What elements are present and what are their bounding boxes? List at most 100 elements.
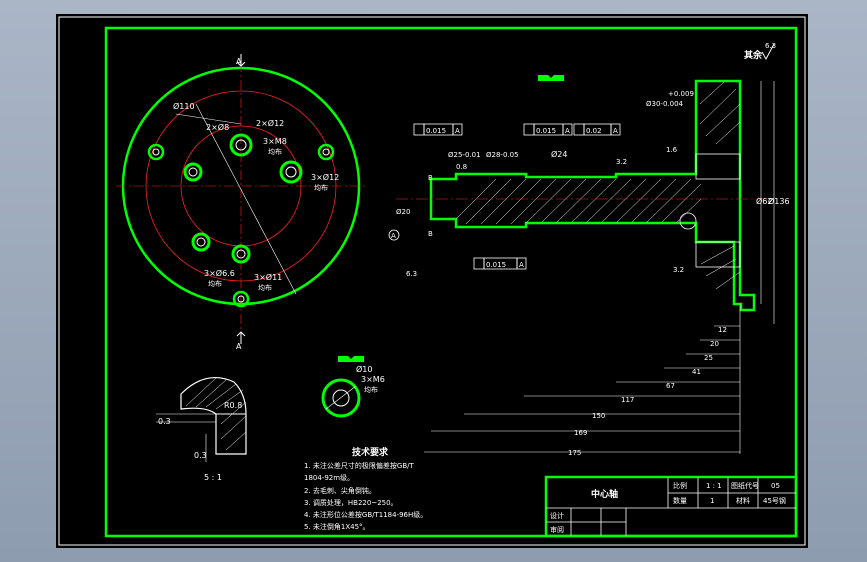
detail-view: Ø10 3×M6 均布 <box>321 356 385 418</box>
front-view: Ø110 2×Ø8 2×Ø12 3×M8 均布 3×Ø12 均布 3×Ø6.6 … <box>116 54 366 351</box>
hole <box>191 232 211 252</box>
roughness-symbol-icon <box>761 43 775 61</box>
svg-text:12: 12 <box>718 326 727 334</box>
svg-text:3.2: 3.2 <box>673 266 684 274</box>
label-3x12: 3×Ø12 <box>311 172 339 182</box>
inner-border <box>104 26 798 538</box>
arrow-up-icon <box>236 331 246 344</box>
label-d25: Ø25-0.01 <box>448 151 481 159</box>
svg-text:2. 去毛刺、尖角倒钝。: 2. 去毛刺、尖角倒钝。 <box>304 486 376 495</box>
label-3x11-note: 均布 <box>258 283 272 292</box>
svg-text:数量: 数量 <box>673 496 687 505</box>
svg-text:41: 41 <box>692 368 701 376</box>
enlarged-detail: R0.8 0.3 0.3 5 : 1 <box>156 376 247 482</box>
svg-text:图纸代号: 图纸代号 <box>731 481 759 490</box>
svg-text:材料: 材料 <box>736 496 750 505</box>
tech-title: 技术要求 <box>352 446 389 458</box>
section-a-top: A <box>236 57 242 66</box>
hole <box>317 143 335 161</box>
svg-text:25: 25 <box>704 354 713 362</box>
section-marker-icon <box>538 75 564 81</box>
shaft-outline <box>429 79 756 312</box>
label-d62: Ø62 <box>756 196 772 206</box>
svg-text:比例: 比例 <box>673 481 687 490</box>
label-d30-upper: +0.009 <box>668 90 694 98</box>
svg-text:0.015: 0.015 <box>486 261 506 269</box>
hole <box>183 162 203 182</box>
svg-text:A: A <box>455 127 460 135</box>
leader-line <box>175 113 242 125</box>
label-d136: Ø136 <box>768 196 790 206</box>
section-marker-icon <box>338 356 364 362</box>
svg-text:67: 67 <box>666 382 675 390</box>
label-2x8: 2×Ø8 <box>206 122 229 132</box>
svg-text:1.6: 1.6 <box>666 146 678 154</box>
svg-text:1804-92m级。: 1804-92m级。 <box>304 473 354 482</box>
section-b-bottom: B <box>428 230 433 238</box>
label-d10: Ø10 <box>356 364 372 374</box>
svg-text:A: A <box>613 127 618 135</box>
datum-a-label: A <box>391 232 396 240</box>
label-3x66: 3×Ø6.6 <box>204 268 235 278</box>
svg-text:117: 117 <box>621 396 634 404</box>
label-d28: Ø28-0.05 <box>486 151 519 159</box>
svg-text:6.3: 6.3 <box>406 270 417 278</box>
tolerance-frame: 0.02 A <box>573 123 621 136</box>
tolerance-frame: 0.015 A <box>523 123 573 136</box>
tech-requirements: 技术要求 1. 未注公差尺寸的极限偏差按GB/T 1804-92m级。 2. 去… <box>304 446 427 531</box>
svg-text:4. 未注形位公差按GB/T1184-96H级。: 4. 未注形位公差按GB/T1184-96H级。 <box>304 510 427 519</box>
svg-text:150: 150 <box>592 412 605 420</box>
svg-text:1. 未注公差尺寸的极限偏差按GB/T: 1. 未注公差尺寸的极限偏差按GB/T <box>304 461 414 470</box>
svg-text:20: 20 <box>710 340 719 348</box>
title-block: 中心轴 比例 1 : 1 图纸代号 05 数量 1 材料 45号钢 设计 审阅 <box>544 475 798 538</box>
label-03b: 0.3 <box>194 451 207 460</box>
svg-text:0.8: 0.8 <box>456 163 467 171</box>
arrow-down-icon <box>236 54 246 67</box>
label-03a: 0.3 <box>158 417 171 426</box>
hole <box>279 160 303 184</box>
hole <box>147 143 165 161</box>
label-d30: Ø30-0.004 <box>646 100 684 108</box>
svg-text:1 : 1: 1 : 1 <box>706 482 722 490</box>
datum-a-marker <box>388 229 400 241</box>
label-m6-note: 均布 <box>364 385 378 394</box>
label-3xm8-note: 均布 <box>268 147 282 156</box>
svg-text:A: A <box>519 261 524 269</box>
svg-text:5. 未注倒角1X45°。: 5. 未注倒角1X45°。 <box>304 522 370 531</box>
label-m6: 3×M6 <box>361 375 385 384</box>
detail-circle <box>321 378 361 418</box>
hole <box>232 290 250 308</box>
label-3x11: 3×Ø11 <box>254 272 282 282</box>
svg-text:169: 169 <box>574 429 587 437</box>
label-d110: Ø110 <box>173 101 195 111</box>
tolerance-frame: 0.015 A <box>473 257 527 270</box>
dimension-lines <box>424 81 775 454</box>
label-3x12-note: 均布 <box>314 183 328 192</box>
section-cut-line <box>195 103 297 295</box>
label-3x66-note: 均布 <box>208 279 222 288</box>
label-scale-note: 5 : 1 <box>204 473 222 482</box>
roughness-rest-label: 其余 <box>744 49 763 61</box>
section-b-top: B <box>428 174 433 182</box>
svg-text:1: 1 <box>710 497 714 505</box>
cad-drawing: 其余 6.3 Ø110 2×Ø8 2×Ø12 3×M8 均布 3×Ø12 均布 … <box>58 16 806 546</box>
svg-text:45号钢: 45号钢 <box>763 496 786 505</box>
label-d24: Ø24 <box>551 149 567 159</box>
label-2x12: 2×Ø12 <box>256 118 284 128</box>
svg-text:0.015: 0.015 <box>426 127 446 135</box>
label-3xm8: 3×M8 <box>263 137 287 146</box>
roughness-rest-value: 6.3 <box>765 42 776 50</box>
svg-text:3.2: 3.2 <box>616 158 627 166</box>
svg-text:设计: 设计 <box>550 511 564 520</box>
hole <box>231 244 251 264</box>
holes <box>147 133 335 308</box>
tolerance-frame: 0.015 A <box>413 123 463 136</box>
svg-text:A: A <box>565 127 570 135</box>
svg-text:0.02: 0.02 <box>586 127 602 135</box>
section-a-bottom: A <box>236 342 242 351</box>
svg-text:05: 05 <box>771 482 780 490</box>
label-r08: R0.8 <box>224 401 242 410</box>
svg-text:175: 175 <box>568 449 581 457</box>
svg-text:审阅: 审阅 <box>550 525 564 534</box>
svg-text:0.015: 0.015 <box>536 127 556 135</box>
